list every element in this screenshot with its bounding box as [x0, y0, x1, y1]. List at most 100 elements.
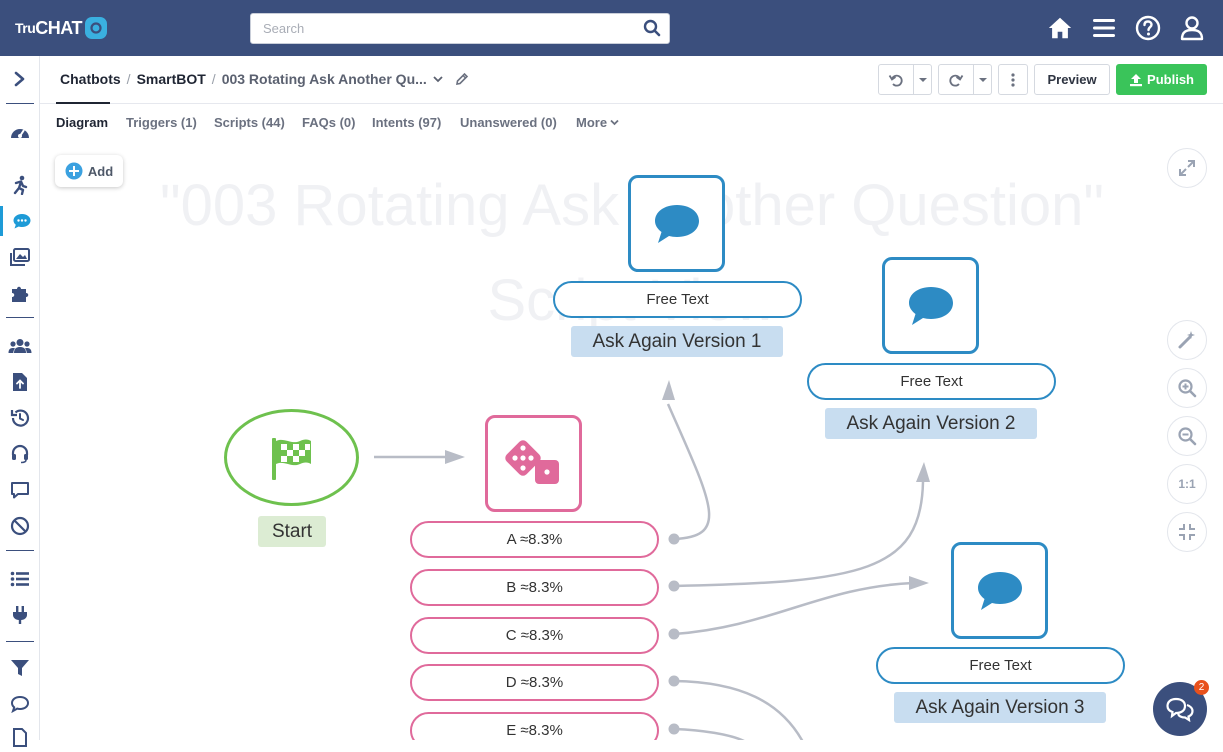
comment-icon[interactable] [0, 689, 40, 719]
edit-pencil-icon[interactable] [455, 72, 469, 86]
more-options-button[interactable] [998, 64, 1029, 95]
speech-bubble-icon [654, 204, 699, 243]
file-upload-icon[interactable] [0, 367, 40, 397]
sidebar-divider [6, 550, 34, 551]
free-text-pill-1[interactable]: Free Text [553, 281, 802, 318]
support-chat-button[interactable] [1153, 682, 1207, 736]
tab-faqs[interactable]: FAQs (0) [302, 115, 356, 130]
tab-bar: Diagram Triggers (1) Scripts (44) FAQs (… [40, 104, 1223, 142]
redo-dropdown-button[interactable] [974, 64, 993, 95]
option-e[interactable]: E ≈8.3% [410, 712, 659, 740]
free-text-pill-3[interactable]: Free Text [876, 647, 1125, 684]
tab-diagram[interactable]: Diagram [56, 115, 109, 130]
zoom-in-button[interactable] [1167, 368, 1207, 408]
media-gallery-icon[interactable] [0, 242, 40, 272]
speech-bubble-icon [977, 571, 1022, 610]
integrations-puzzle-icon[interactable] [0, 278, 40, 308]
breadcrumb: Chatbots / SmartBOT / 003 Rotating Ask A… [60, 71, 469, 87]
option-a[interactable]: A ≈8.3% [410, 521, 659, 558]
free-text-pill-2[interactable]: Free Text [807, 363, 1056, 400]
chat-bubbles-icon [1166, 697, 1194, 722]
message-label-1: Ask Again Version 1 [571, 326, 783, 357]
triggers-run-icon[interactable] [0, 170, 40, 200]
chatbots-icon[interactable] [0, 206, 40, 236]
tab-scripts[interactable]: Scripts (44) [214, 115, 285, 130]
start-node[interactable] [224, 409, 359, 506]
redo-icon [949, 74, 964, 87]
blocked-icon[interactable] [0, 511, 40, 541]
option-d[interactable]: D ≈8.3% [410, 664, 659, 701]
connector-lines [374, 380, 930, 740]
sidebar-divider [6, 641, 34, 642]
caret-down-icon [918, 77, 927, 82]
logo-prefix: Tru [15, 20, 36, 36]
message-node-2[interactable] [882, 257, 979, 354]
chevron-down-icon [610, 119, 619, 126]
document-icon[interactable] [0, 722, 40, 752]
chevron-down-icon[interactable] [433, 75, 443, 83]
conversations-icon[interactable] [0, 475, 40, 505]
fit-to-screen-button[interactable] [1167, 512, 1207, 552]
filter-icon[interactable] [0, 653, 40, 683]
dashboard-icon[interactable] [0, 117, 40, 147]
user-icon[interactable] [1179, 14, 1205, 42]
sidebar-divider [6, 103, 34, 104]
zoom-out-icon [1178, 427, 1197, 446]
random-node[interactable] [485, 415, 582, 512]
publish-button[interactable]: Publish [1116, 64, 1207, 95]
zoom-out-button[interactable] [1167, 416, 1207, 456]
support-headset-icon[interactable] [0, 439, 40, 469]
message-node-1[interactable] [628, 175, 725, 272]
history-icon[interactable] [0, 403, 40, 433]
help-icon[interactable] [1135, 14, 1161, 42]
compress-icon [1179, 524, 1195, 540]
redo-button[interactable] [938, 64, 975, 95]
search-input[interactable] [251, 14, 631, 43]
breadcrumb-separator: / [126, 71, 131, 87]
option-c[interactable]: C ≈8.3% [410, 617, 659, 654]
home-icon[interactable] [1047, 14, 1073, 42]
checkered-flag-icon [271, 437, 311, 480]
upload-icon [1130, 73, 1143, 86]
message-label-2: Ask Again Version 2 [825, 408, 1037, 439]
menu-icon[interactable] [1091, 14, 1117, 42]
users-icon[interactable] [0, 331, 40, 361]
zoom-reset-button[interactable]: 1:1 [1167, 464, 1207, 504]
caret-down-icon [978, 77, 987, 82]
active-tab-indicator [56, 102, 110, 104]
tab-unanswered[interactable]: Unanswered (0) [460, 115, 557, 130]
tab-more-label: More [576, 115, 608, 130]
breadcrumb-current-script[interactable]: 003 Rotating Ask Another Qu... [221, 71, 427, 87]
undo-group [878, 64, 933, 95]
search-icon[interactable] [643, 19, 663, 39]
list-icon[interactable] [0, 564, 40, 594]
add-label: Add [87, 163, 114, 179]
diagram-canvas[interactable]: "003 Rotating Ask Another Question" Scri… [41, 142, 1223, 740]
notification-badge: 2 [1194, 680, 1209, 695]
breadcrumb-smartbot[interactable]: SmartBOT [136, 71, 206, 87]
vertical-ellipsis-icon [1011, 72, 1015, 87]
plugin-icon[interactable] [0, 600, 40, 630]
breadcrumb-chatbots[interactable]: Chatbots [60, 71, 121, 87]
tab-more[interactable]: More [576, 115, 619, 130]
page-header: Chatbots / SmartBOT / 003 Rotating Ask A… [40, 56, 1223, 104]
expand-sidebar-icon[interactable] [0, 64, 40, 94]
publish-label: Publish [1147, 72, 1194, 87]
auto-arrange-button[interactable] [1167, 320, 1207, 360]
preview-button[interactable]: Preview [1034, 64, 1111, 95]
undo-icon [888, 74, 903, 87]
left-sidebar [0, 56, 40, 747]
plus-circle-icon [65, 162, 83, 180]
speech-bubble-icon [908, 286, 953, 325]
zoom-in-icon [1178, 379, 1197, 398]
add-node-button[interactable]: Add [55, 155, 123, 187]
fullscreen-button[interactable] [1167, 148, 1207, 188]
message-node-3[interactable] [951, 542, 1048, 639]
undo-button[interactable] [878, 64, 915, 95]
tab-intents[interactable]: Intents (97) [372, 115, 442, 130]
search-box [250, 13, 670, 44]
undo-dropdown-button[interactable] [914, 64, 933, 95]
tab-triggers[interactable]: Triggers (1) [126, 115, 197, 130]
option-b[interactable]: B ≈8.3% [410, 569, 659, 606]
